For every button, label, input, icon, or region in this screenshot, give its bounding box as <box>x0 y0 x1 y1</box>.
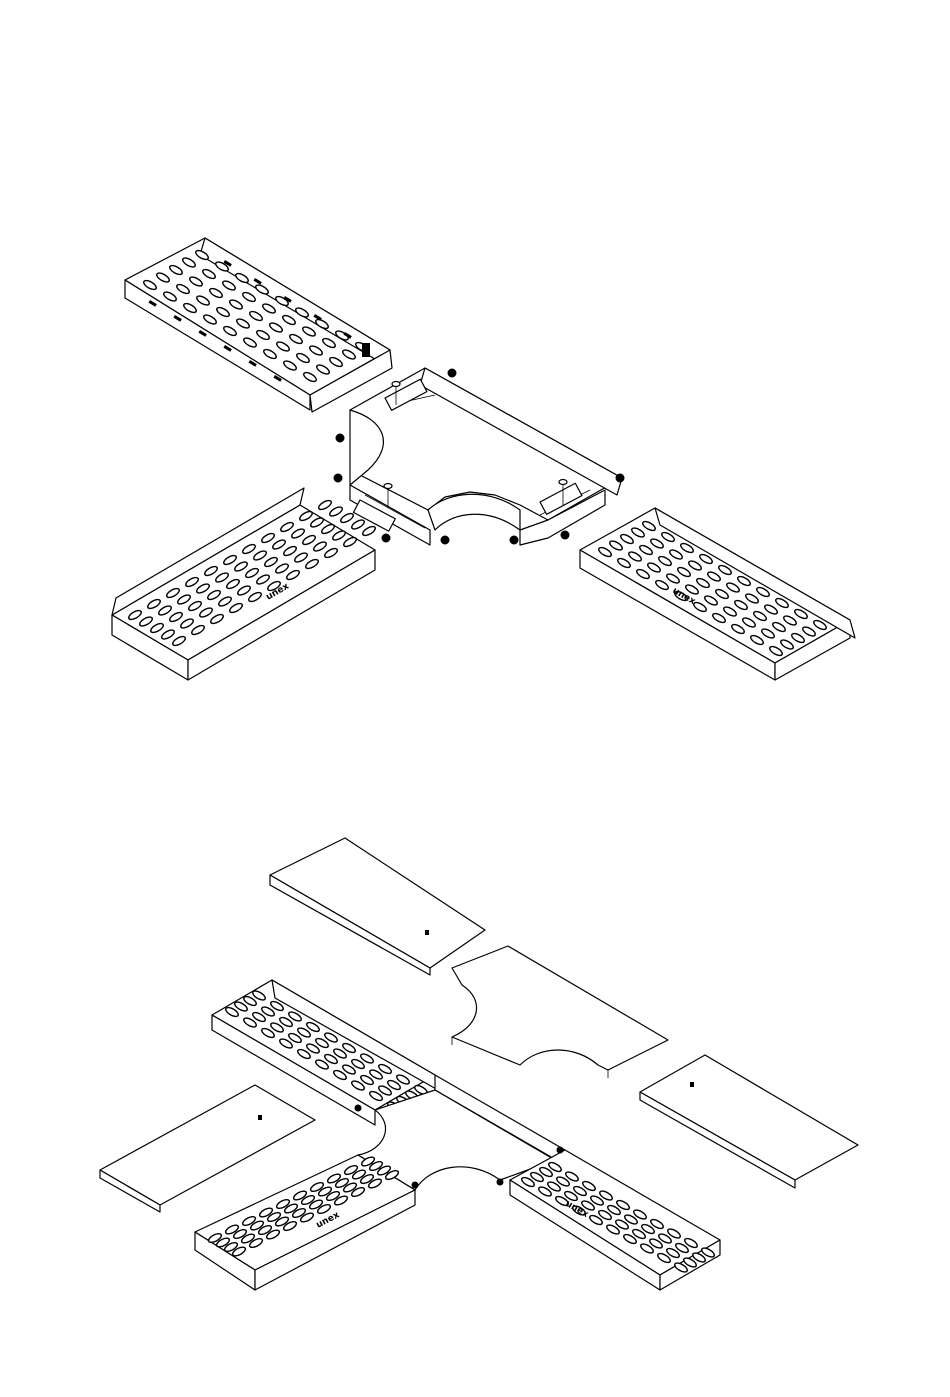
perforation-hole <box>339 512 354 525</box>
cover-latch-icon <box>690 1082 694 1087</box>
cover-top <box>270 838 485 975</box>
assembled-view: unex unex <box>100 838 858 1290</box>
nut-icon <box>616 474 624 482</box>
coupler-icon <box>362 343 370 357</box>
nut-icon <box>557 1147 563 1153</box>
nut-icon <box>355 1105 361 1111</box>
nut-icon <box>334 474 342 482</box>
tray-bottom-right: unex <box>580 508 855 680</box>
tray-bottom-left: unex <box>112 488 377 680</box>
nut-icon <box>497 1179 503 1185</box>
tee-cover <box>452 946 668 1078</box>
nut-icon <box>412 1182 418 1188</box>
nut-icon <box>561 531 569 539</box>
perforation-hole <box>350 518 365 531</box>
tray-top-left <box>125 238 392 412</box>
exploded-view: unex unex <box>112 238 855 680</box>
nut-icon <box>448 369 456 377</box>
tee-fitting <box>350 368 622 545</box>
cover-latch-icon <box>258 1115 262 1120</box>
perforation-hole <box>361 525 376 538</box>
nut-icon <box>441 536 449 544</box>
perforation-hole <box>328 505 343 518</box>
nut-icon <box>510 536 518 544</box>
nut-icon <box>336 434 344 442</box>
perforation-hole <box>317 499 332 512</box>
cover-right <box>640 1055 858 1188</box>
nut-icon <box>382 534 390 542</box>
cover-latch-icon <box>425 930 429 935</box>
